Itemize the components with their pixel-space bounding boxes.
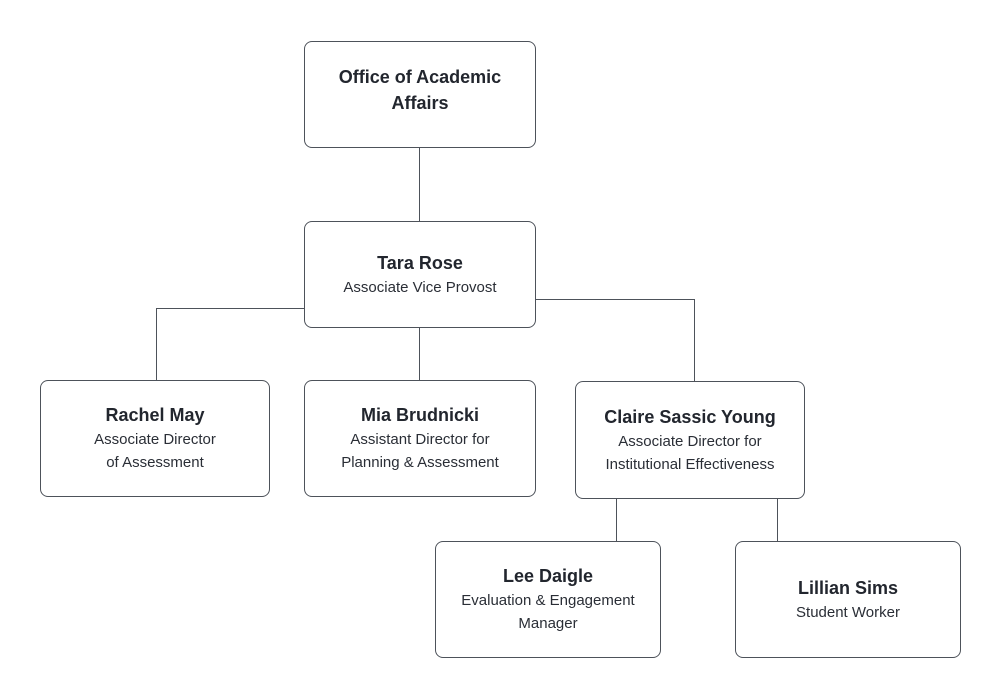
node-name: Rachel May <box>105 403 204 428</box>
node-title: Student Worker <box>796 601 900 624</box>
connector-claire-to-lillian <box>777 499 778 541</box>
connector-tara-to-mia <box>419 328 420 380</box>
org-node-office-of-academic-affairs[interactable]: Office of Academic Affairs <box>304 41 536 148</box>
node-title: Associate Director for Institutional Eff… <box>606 430 775 476</box>
org-node-tara-rose[interactable]: Tara Rose Associate Vice Provost <box>304 221 536 328</box>
node-name-line: Mia Brudnicki <box>360 405 480 425</box>
node-title-line: of Assessment <box>106 454 204 471</box>
node-title-line: Associate Director <box>94 431 216 448</box>
node-title-line: Student Worker <box>796 603 900 621</box>
node-title: Evaluation & Engagement Manager <box>461 589 634 635</box>
node-title-line: Institutional Effectiveness <box>605 455 775 473</box>
node-title-line: Evaluation & Engagement <box>461 592 635 609</box>
connector-office-to-tara <box>419 148 420 221</box>
connector-tara-to-claire-horizontal <box>536 299 694 300</box>
node-title-line: Manager <box>518 615 578 632</box>
connector-tara-to-claire-vertical <box>694 299 695 381</box>
node-title: Associate Vice Provost <box>343 276 496 299</box>
node-name-line: Tara Rose <box>377 252 463 273</box>
org-node-lillian-sims[interactable]: Lillian Sims Student Worker <box>735 541 961 658</box>
node-name-line: Rachel May <box>105 405 205 425</box>
node-name-line: Affairs <box>391 93 449 113</box>
node-title: Assistant Director for Planning & Assess… <box>341 428 499 474</box>
connector-tara-to-rachel-vertical <box>156 308 157 380</box>
node-name-line: Lee Daigle <box>502 566 594 586</box>
org-node-rachel-may[interactable]: Rachel May Associate Director of Assessm… <box>40 380 270 497</box>
node-name-line: Office of Academic <box>338 67 502 87</box>
node-name: Tara Rose <box>377 251 463 276</box>
node-title: Associate Director of Assessment <box>94 428 216 474</box>
node-name: Office of Academic Affairs <box>339 64 501 116</box>
node-name-line: Claire Sassic Young <box>604 406 776 427</box>
node-name-line: Lillian Sims <box>797 577 899 598</box>
node-name: Mia Brudnicki <box>361 403 479 428</box>
connector-tara-to-rachel-horizontal <box>156 308 304 309</box>
node-title-line: Associate Director for <box>618 432 762 450</box>
org-node-mia-brudnicki[interactable]: Mia Brudnicki Assistant Director for Pla… <box>304 380 536 497</box>
node-name: Lee Daigle <box>503 564 593 589</box>
node-title-line: Associate Vice Provost <box>343 278 497 296</box>
node-name: Lillian Sims <box>798 576 898 601</box>
org-node-claire-sassic-young[interactable]: Claire Sassic Young Associate Director f… <box>575 381 805 499</box>
node-title-line: Assistant Director for <box>350 431 490 448</box>
connector-claire-to-lee <box>616 499 617 541</box>
node-name: Claire Sassic Young <box>604 405 775 430</box>
org-node-lee-daigle[interactable]: Lee Daigle Evaluation & Engagement Manag… <box>435 541 661 658</box>
node-title-line: Planning & Assessment <box>341 454 499 471</box>
